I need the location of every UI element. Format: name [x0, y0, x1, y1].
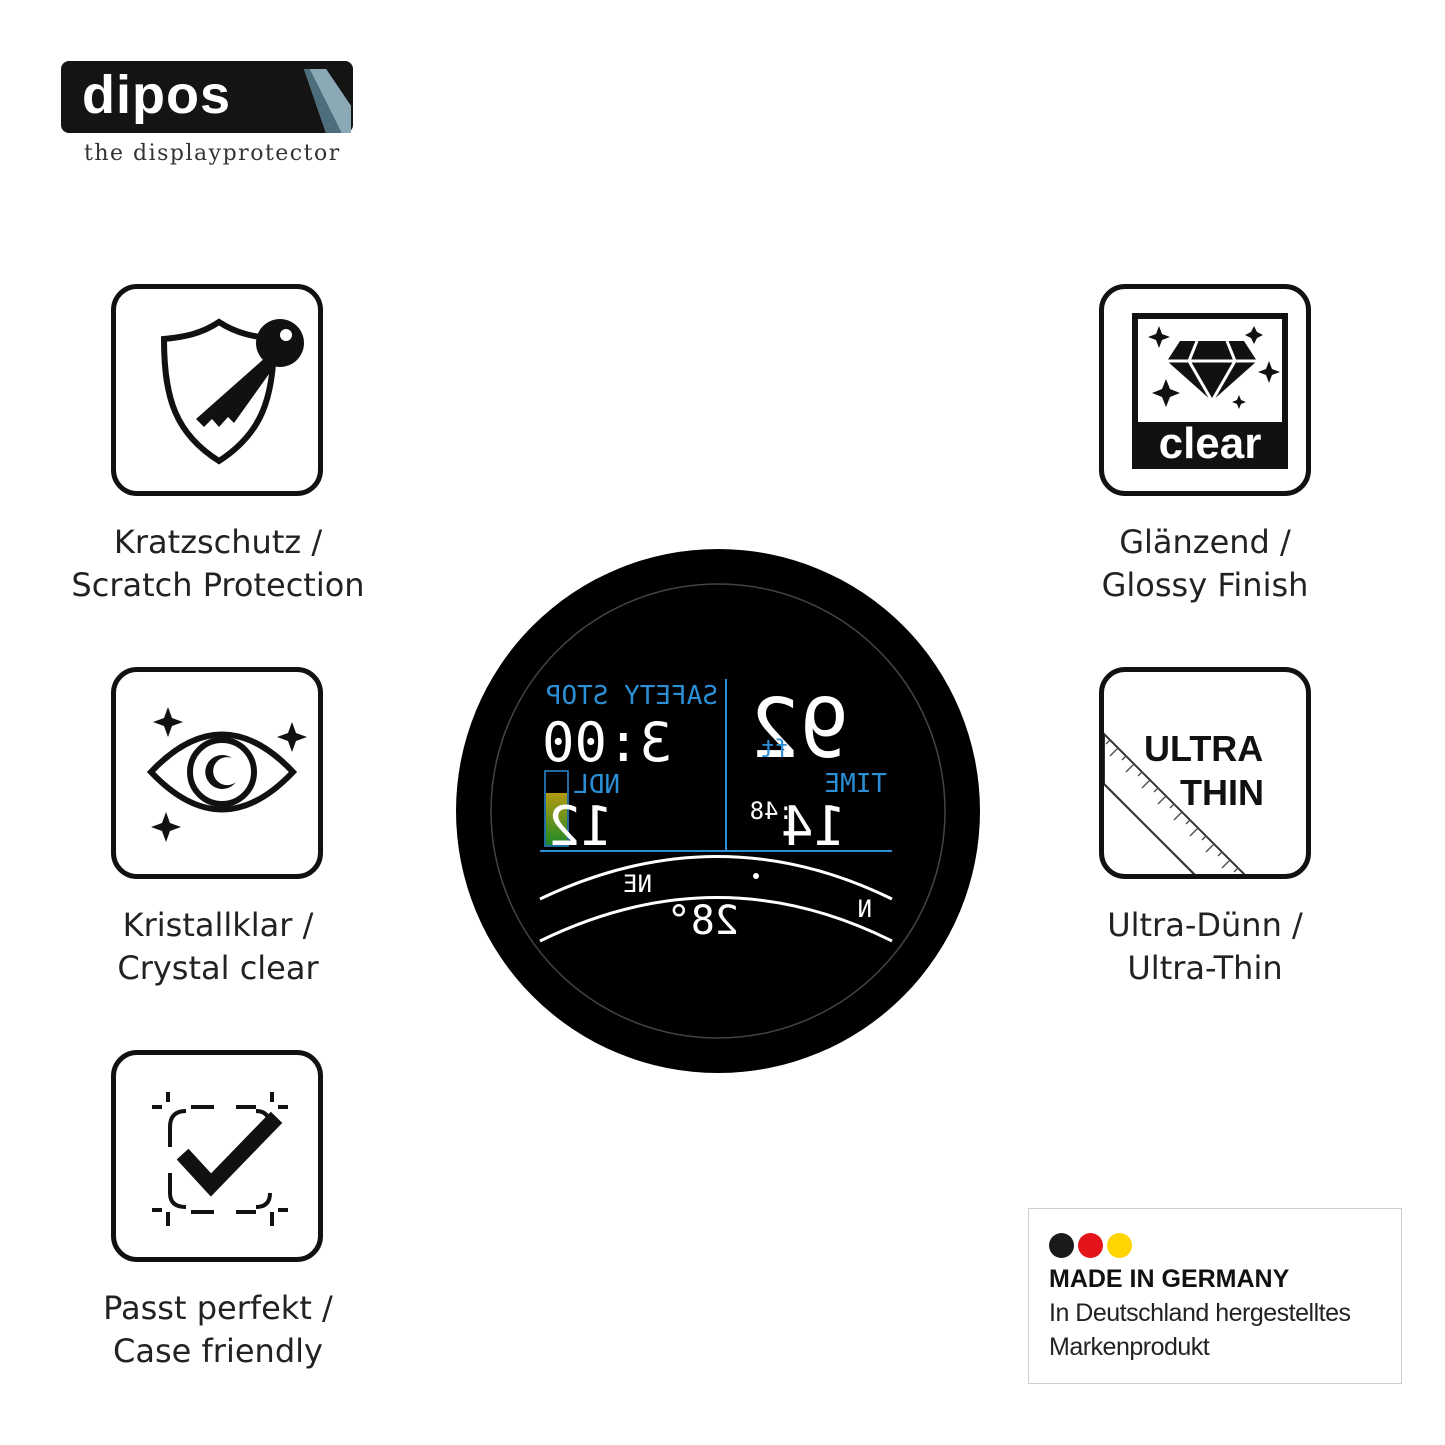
dive-computer-display: SAFETY STOP 3:00 NDL 12 92 ft TIME 14 :4…: [456, 549, 980, 1073]
scratch-protection-tile: [111, 284, 323, 496]
clear-badge-label: clear: [1158, 419, 1262, 468]
ndl-value: 12: [548, 795, 613, 858]
thin-badge-label: THIN: [1180, 772, 1264, 813]
temperature: 28°: [667, 898, 739, 944]
flag-dot-red: [1078, 1233, 1103, 1258]
time-label: TIME: [824, 769, 887, 799]
made-in-germany-line2: Markenprodukt: [1049, 1333, 1210, 1361]
time-value: 14: [781, 795, 846, 858]
frame-check-icon: [152, 1092, 288, 1226]
made-in-germany-badge: MADE IN GERMANY In Deutschland hergestel…: [1028, 1208, 1402, 1384]
ultra-thin-tile: ULTRA THIN: [1099, 667, 1311, 879]
diamond-clear-icon: [1132, 313, 1288, 469]
depth-unit: ft: [760, 735, 789, 763]
scratch-protection-caption: Kratzschutz / Scratch Protection: [71, 523, 365, 604]
made-in-germany-line1: In Deutschland hergestelltes: [1049, 1299, 1351, 1327]
shield-key-icon: [160, 318, 304, 465]
eye-sparkle-icon: [146, 707, 307, 842]
ndl-label: NDL: [573, 770, 620, 800]
logo-tagline: the displayprotector: [84, 141, 341, 166]
safety-stop-time: 3:00: [542, 711, 672, 774]
compass-n: N: [858, 895, 872, 923]
compass-ne: NE: [623, 870, 652, 898]
glossy-finish-caption: Glänzend / Glossy Finish: [1101, 523, 1309, 604]
glossy-finish-tile: clear: [1099, 284, 1311, 496]
depth-value: 92: [750, 682, 849, 777]
safety-stop-label: SAFETY STOP: [546, 681, 718, 711]
crystal-clear-tile: [111, 667, 323, 879]
case-friendly-caption: Passt perfekt / Case friendly: [103, 1289, 333, 1370]
ultra-badge-label: ULTRA: [1144, 728, 1264, 769]
time-seconds: :48: [750, 797, 793, 825]
flag-dot-black: [1049, 1233, 1074, 1258]
page-curl-icon: [304, 69, 351, 133]
made-in-germany-title: MADE IN GERMANY: [1049, 1265, 1290, 1293]
logo-box: [61, 61, 353, 133]
ultra-thin-caption: Ultra-Dünn / Ultra-Thin: [1107, 906, 1303, 987]
logo-brand: dipos: [82, 65, 231, 125]
flag-dot-gold: [1107, 1233, 1132, 1258]
case-friendly-tile: [111, 1050, 323, 1262]
crystal-clear-caption: Kristallklar / Crystal clear: [117, 906, 319, 987]
ruler-ultra-thin-icon: [1104, 732, 1246, 874]
